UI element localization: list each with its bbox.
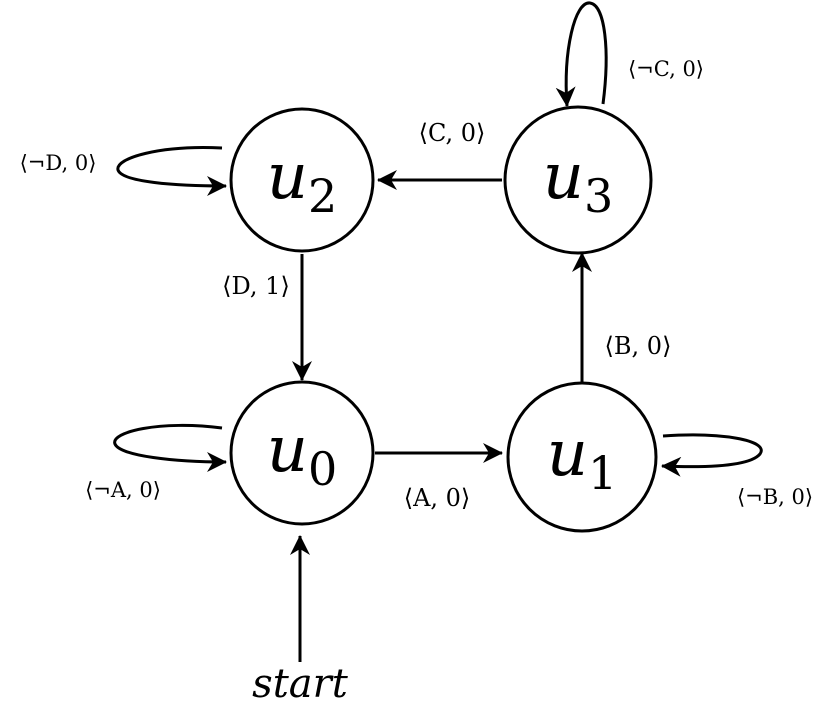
label-u3-self: ⟨¬C, 0⟩ <box>628 57 704 81</box>
label-u2-self: ⟨¬D, 0⟩ <box>20 151 97 175</box>
label-u0-to-u1: ⟨A, 0⟩ <box>404 484 471 512</box>
svg-text:u0: u0 <box>267 413 338 496</box>
self-loop-u0 <box>113 423 227 472</box>
start-label: start <box>252 661 349 707</box>
state-u2: u2 <box>229 107 375 253</box>
self-loop-u3 <box>555 1 608 107</box>
state-u0: u0 <box>229 380 375 526</box>
state-u1: u1 <box>506 381 658 533</box>
label-u3-to-u2: ⟨C, 0⟩ <box>419 119 486 147</box>
self-loop-u2 <box>116 146 227 196</box>
state-u3: u3 <box>503 105 653 255</box>
svg-text:u2: u2 <box>267 140 338 223</box>
label-u0-self: ⟨¬A, 0⟩ <box>85 478 161 502</box>
svg-text:u1: u1 <box>547 417 618 500</box>
label-u1-to-u3: ⟨B, 0⟩ <box>605 332 672 360</box>
svg-text:u3: u3 <box>543 140 614 223</box>
label-u2-to-u0: ⟨D, 1⟩ <box>222 272 290 300</box>
self-loop-u1 <box>661 433 763 477</box>
label-u1-self: ⟨¬B, 0⟩ <box>737 485 813 509</box>
